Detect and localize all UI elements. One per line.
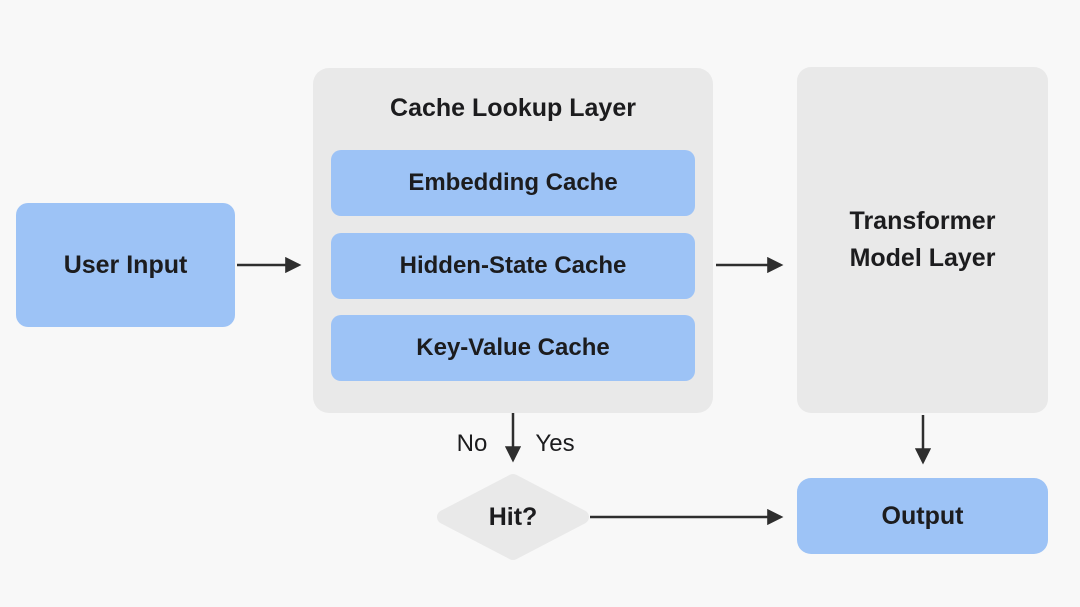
node-hit-decision: Hit? <box>433 471 593 563</box>
node-output: Output <box>797 478 1048 554</box>
cache-layer-title: Cache Lookup Layer <box>390 94 636 122</box>
embedding-cache-label: Embedding Cache <box>408 169 618 196</box>
transformer-label: Transformer Model Layer <box>849 206 996 273</box>
key-value-cache-label: Key-Value Cache <box>416 334 610 361</box>
node-cache-lookup-layer: Cache Lookup Layer Embedding Cache Hidde… <box>313 68 713 413</box>
hidden-state-cache-label: Hidden-State Cache <box>399 252 627 279</box>
edge-label-no: No <box>456 430 488 457</box>
decision-diamond-shape <box>437 474 589 560</box>
user-input-label: User Input <box>63 250 188 279</box>
node-transformer-model-layer: Transformer Model Layer <box>797 67 1048 413</box>
edge-label-yes: Yes <box>535 430 575 457</box>
output-label: Output <box>881 501 964 530</box>
hit-decision-label: Hit? <box>488 502 538 531</box>
node-user-input: User Input <box>16 203 235 327</box>
node-hidden-state-cache: Hidden-State Cache <box>331 233 695 299</box>
node-embedding-cache: Embedding Cache <box>331 150 695 216</box>
node-key-value-cache: Key-Value Cache <box>331 315 695 381</box>
